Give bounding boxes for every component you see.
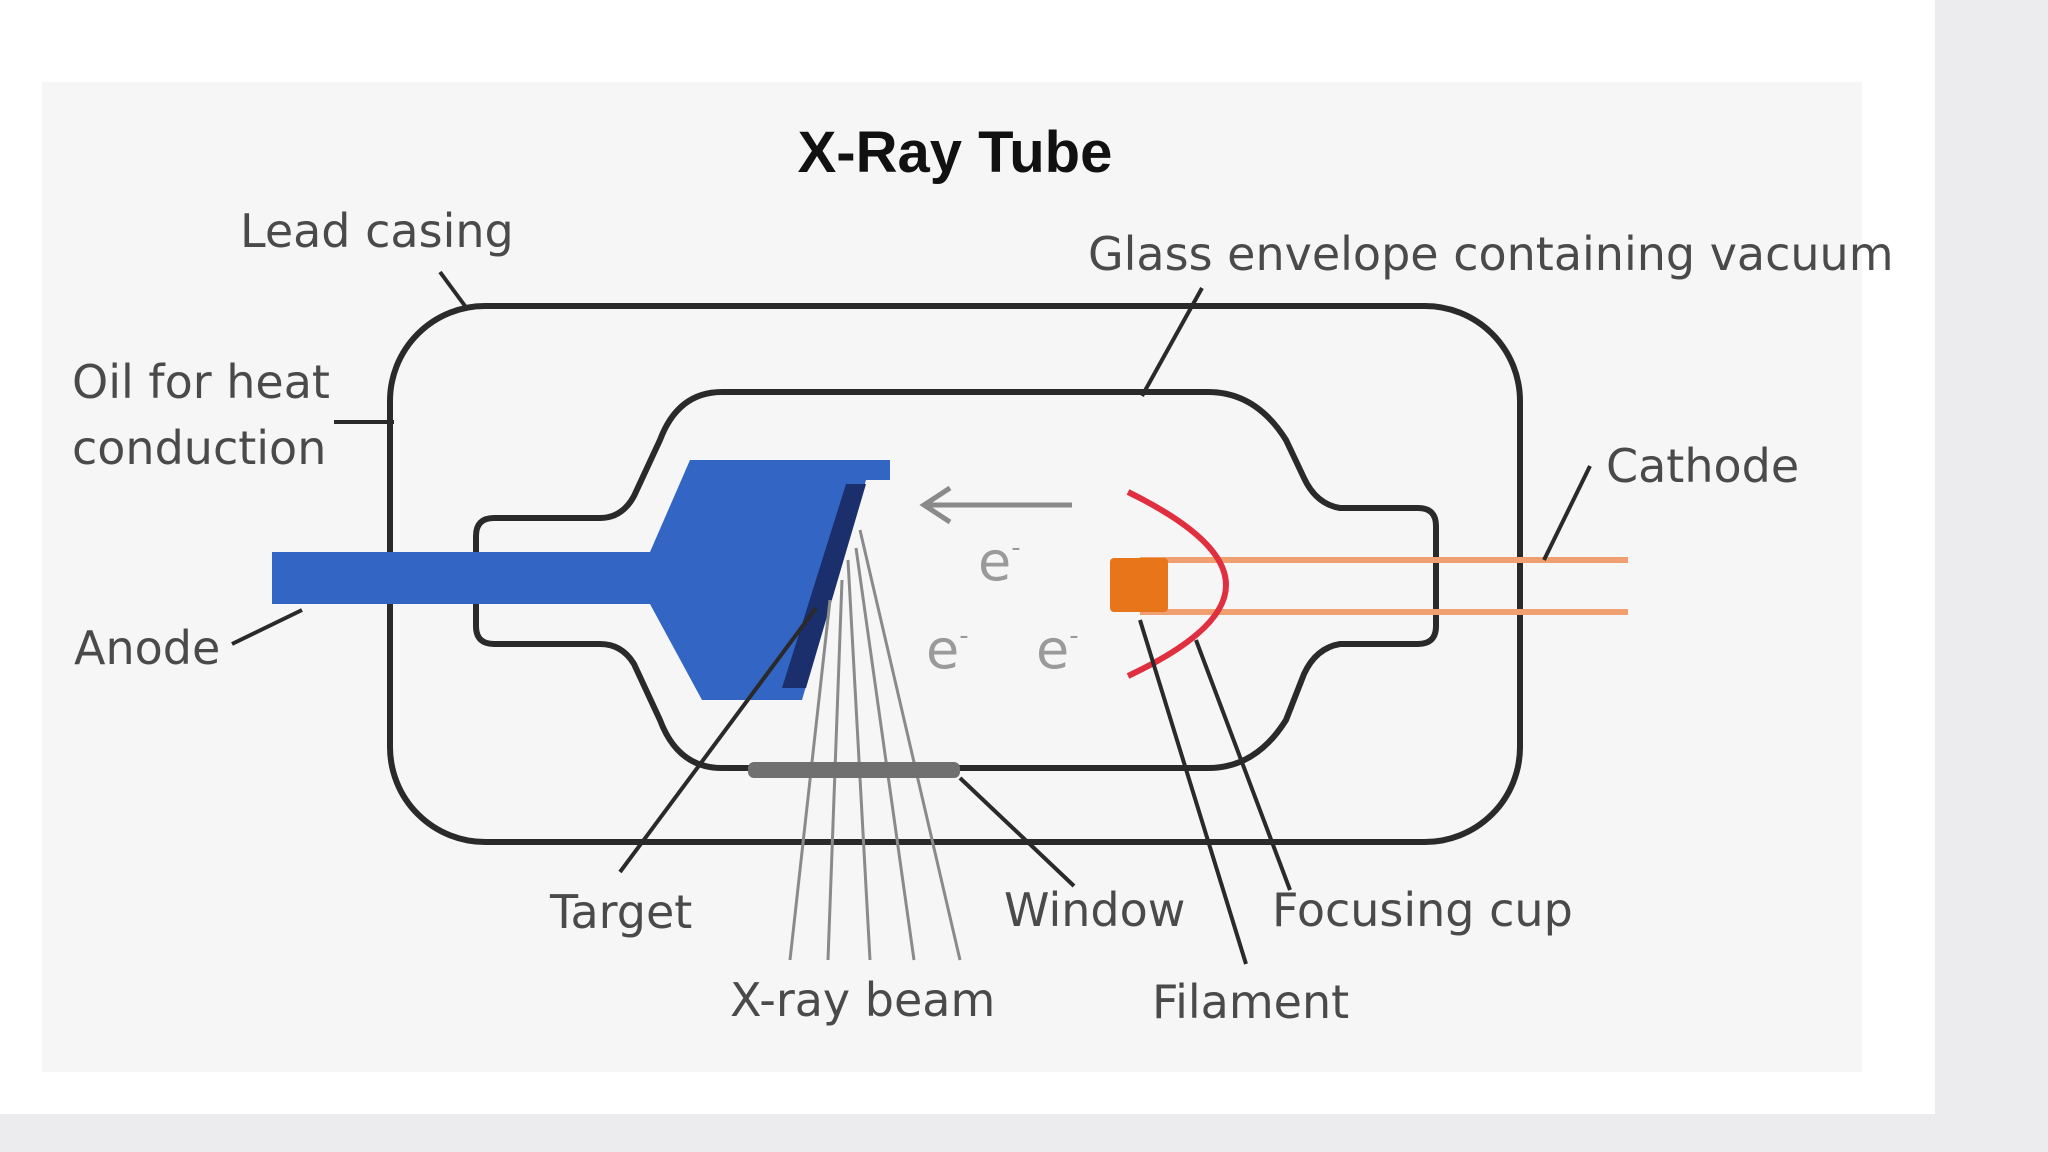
window-plate: [748, 762, 960, 778]
electron-symbol: e-: [978, 530, 1021, 593]
glass-envelope-outline: [473, 389, 1439, 771]
focusing-cup: [1126, 489, 1230, 679]
leader-target: [618, 606, 818, 874]
diagram-title: X-Ray Tube: [798, 120, 1113, 185]
xray-beam-ray: [858, 529, 962, 961]
label-oil-line1: Oil for heat: [72, 355, 330, 409]
label-glass-envelope: Glass envelope containing vacuum: [1088, 227, 1894, 281]
anode-body: [272, 460, 890, 700]
label-oil-line2: conduction: [72, 421, 326, 475]
electron-flow-arrow: [919, 485, 1072, 525]
leader-anode: [231, 608, 303, 646]
label-focusing-cup: Focusing cup: [1272, 883, 1573, 937]
xray-beam-ray: [788, 599, 832, 961]
electron-symbol: e-: [926, 618, 969, 681]
filament-coil: [1110, 558, 1168, 612]
label-xray-beam: X-ray beam: [730, 973, 995, 1027]
label-lead-casing: Lead casing: [240, 204, 514, 258]
label-target: Target: [549, 885, 692, 939]
leader-cathode: [1542, 465, 1592, 561]
xray-beam-ray: [854, 547, 916, 961]
label-cathode: Cathode: [1606, 439, 1799, 493]
leader-focusing-cup: [1194, 639, 1292, 891]
anode-target: [782, 484, 866, 688]
leader-lines: [231, 270, 1592, 965]
leader-glass-envelope: [1140, 287, 1204, 397]
leader-lead-casing: [438, 270, 470, 312]
leader-filament: [1138, 619, 1248, 965]
label-window: Window: [1004, 883, 1185, 937]
label-anode: Anode: [74, 621, 220, 675]
electron-symbol: e-: [1036, 618, 1079, 681]
label-filament: Filament: [1152, 975, 1349, 1029]
xray-beam-ray: [846, 559, 872, 961]
leader-window: [958, 776, 1076, 888]
